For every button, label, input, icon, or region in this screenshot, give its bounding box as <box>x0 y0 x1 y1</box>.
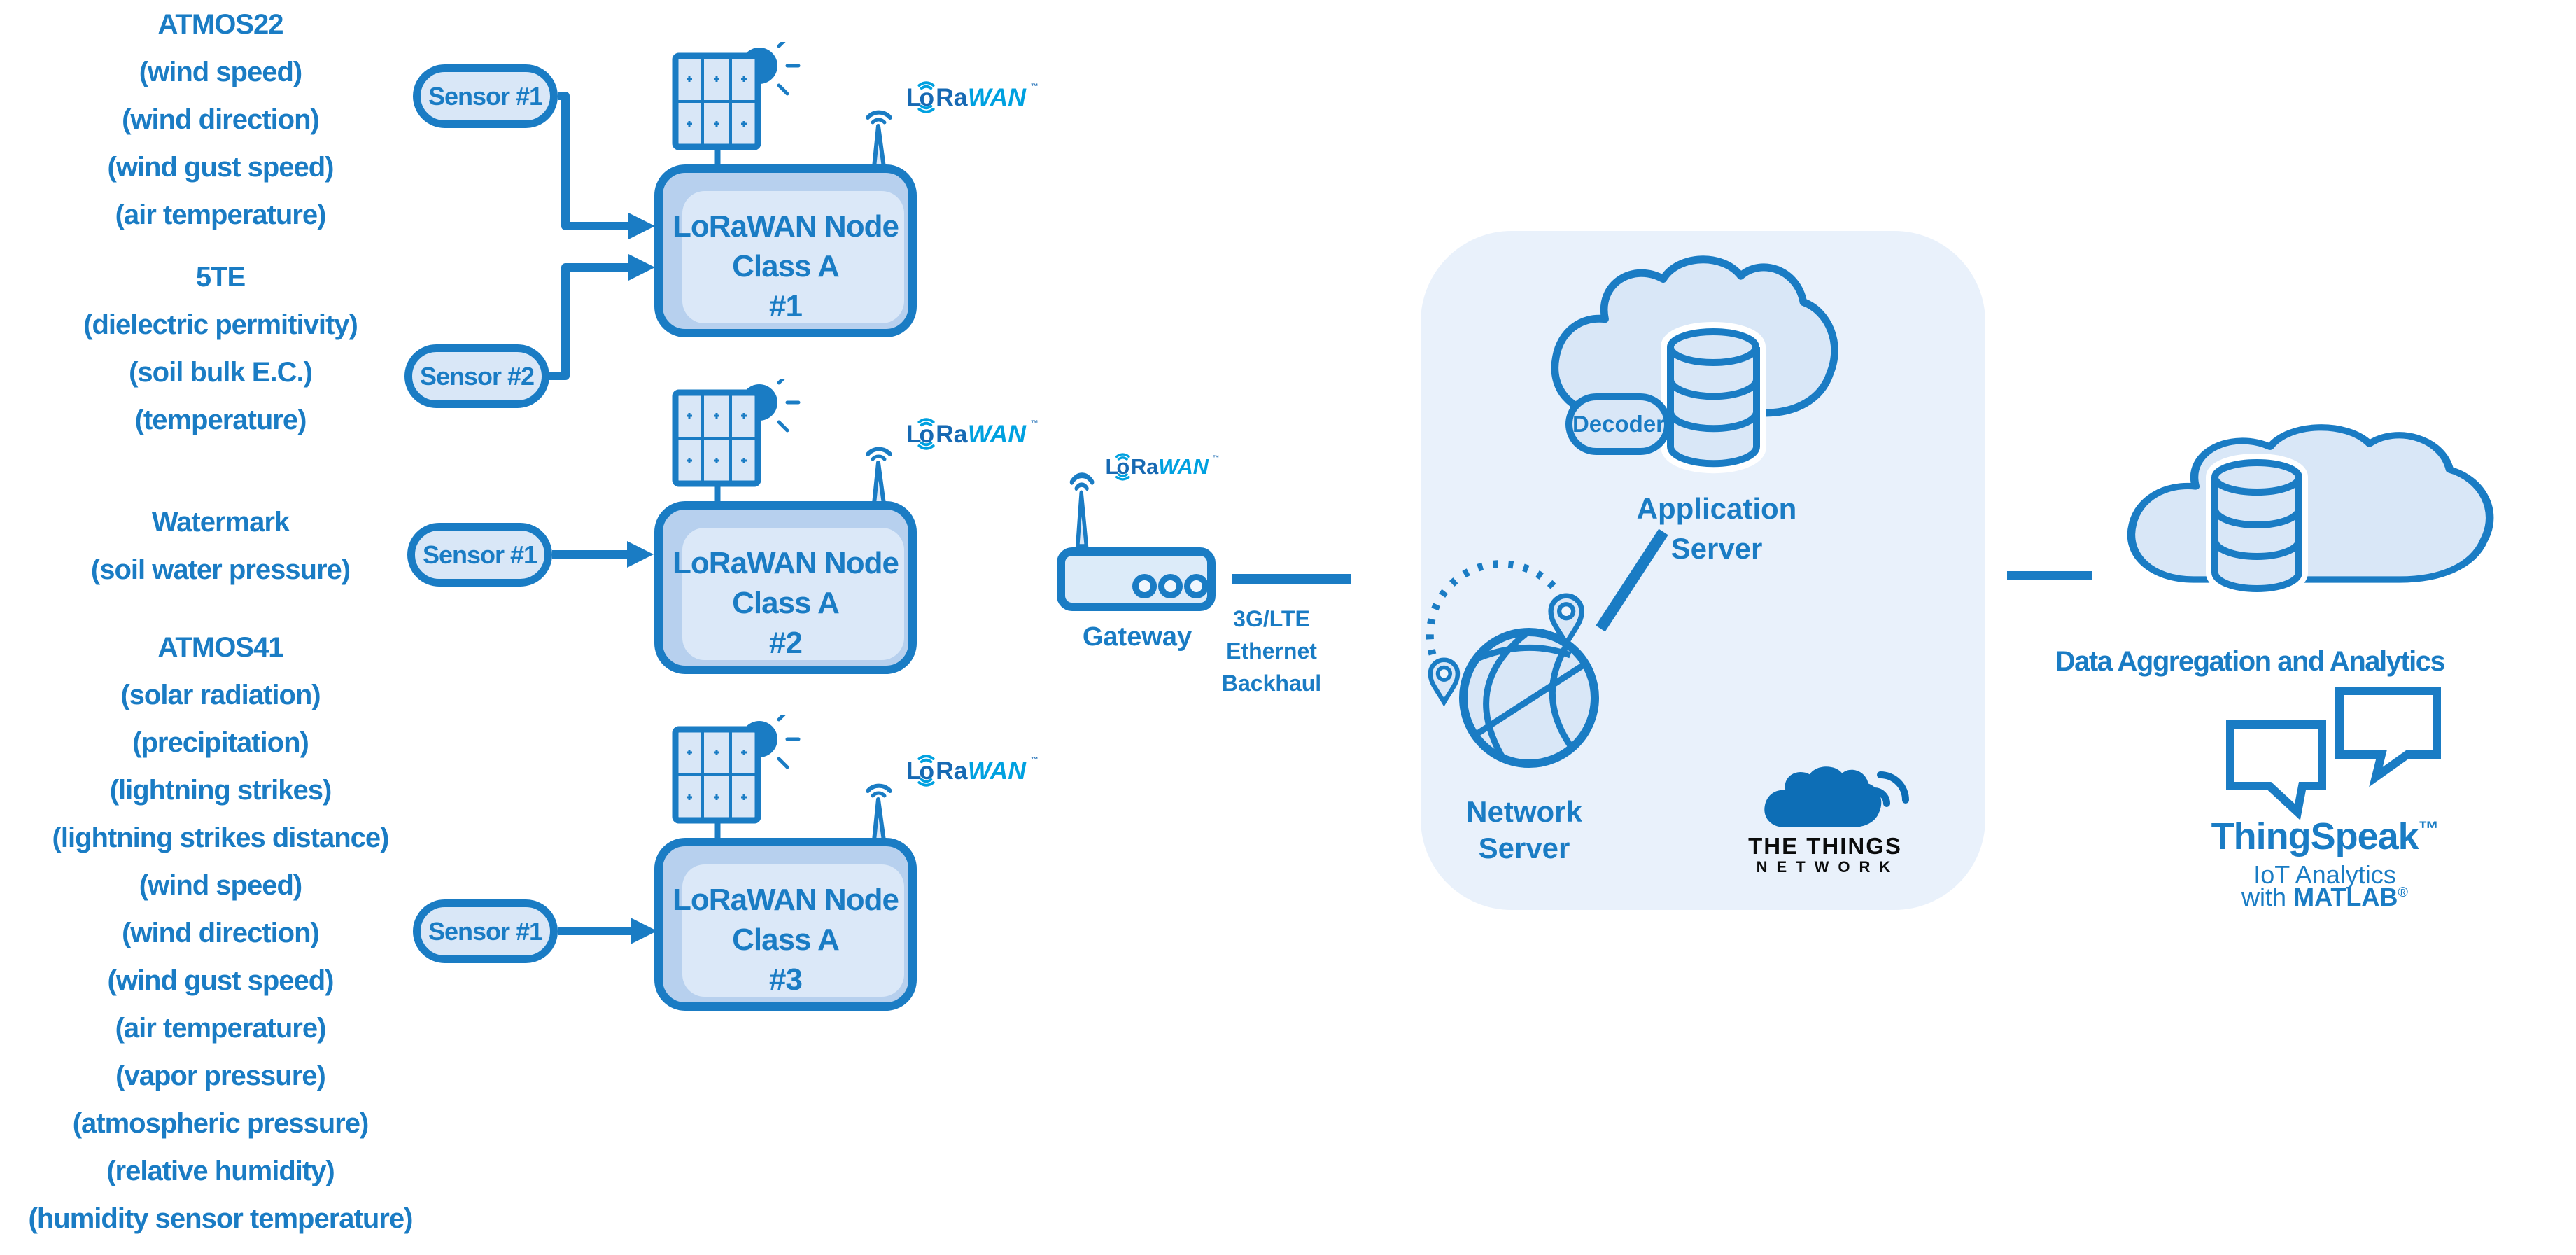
decoder-pill <box>1565 393 1671 455</box>
sensor-list-atmos41: ATMOS41(solar radiation)(precipitation)(… <box>28 632 414 1234</box>
connector-sensor1-node1 <box>558 92 630 230</box>
gateway-port-2 <box>1158 574 1183 598</box>
gateway-device <box>1057 547 1216 611</box>
thingspeak-subtitle-2: with MATLAB® <box>2241 883 2408 911</box>
ttn-wordmark: THE THINGS <box>1748 833 1902 859</box>
svg-text:™: ™ <box>1031 83 1039 91</box>
antenna-icon <box>866 110 892 169</box>
svg-text:Ra: Ra <box>936 83 969 111</box>
analytics-art <box>2127 424 2494 820</box>
network-to-application-link <box>1596 528 1668 632</box>
gateway-port-3 <box>1184 574 1209 598</box>
sensor-list-5te: 5TE(dielectric permitivity)(soil bulk E.… <box>83 262 358 435</box>
svg-text:L: L <box>1105 455 1118 479</box>
svg-text:WAN: WAN <box>968 83 1027 111</box>
lorawan-node-1 <box>654 164 917 337</box>
svg-text:o: o <box>919 83 934 111</box>
sensor-list-atmos22: ATMOS22(wind speed)(wind direction)(wind… <box>107 9 335 230</box>
lorawan-logo: L o Ra WAN ™ <box>905 77 1045 119</box>
thingspeak-subtitle-1: IoT Analytics <box>2253 860 2396 889</box>
solar-panel-icon <box>672 42 801 180</box>
roaming-dotted-arc <box>1426 560 1563 656</box>
svg-text:™: ™ <box>1031 419 1039 428</box>
chat-bubbles-icon <box>2226 687 2441 820</box>
gateway-label: Gateway <box>1082 622 1192 652</box>
svg-text:Ra: Ra <box>936 420 969 448</box>
node-1-inner <box>682 191 904 323</box>
node-3-inner <box>682 864 904 997</box>
tm-mark: ™ <box>2418 818 2440 841</box>
svg-text:o: o <box>919 757 934 785</box>
pill-sensor1-node3: Sensor #1 <box>413 899 558 963</box>
solar-panel-icon <box>672 379 801 517</box>
globe-icon <box>1459 628 1599 768</box>
lorawan-logo: L o Ra WAN ™ <box>905 414 1045 456</box>
sensor-list-watermark: Watermark(soil water pressure) <box>90 507 351 585</box>
svg-text:o: o <box>919 420 934 448</box>
antenna-icon <box>866 447 892 506</box>
pill-sensor1-node1: Sensor #1 <box>413 64 558 128</box>
database-icon <box>2206 454 2308 598</box>
svg-text:™: ™ <box>1213 454 1219 462</box>
svg-text:L: L <box>906 420 922 448</box>
pill-sensor2-node1: Sensor #2 <box>404 344 549 408</box>
decoder-label: Decoder <box>1572 411 1666 437</box>
svg-text:o: o <box>1117 455 1130 479</box>
analytics-title: Data Aggregation and Analytics <box>2055 646 2446 677</box>
svg-text:L: L <box>906 757 922 785</box>
lorawan-logo: L o Ra WAN ™ <box>1104 449 1244 491</box>
lorawan-logo: L o Ra WAN ™ <box>905 750 1045 792</box>
database-icon <box>1661 322 1766 474</box>
registered-mark: ® <box>2398 885 2408 900</box>
antenna-icon <box>1069 472 1095 549</box>
antenna-icon <box>866 783 892 843</box>
solar-panel-icon <box>672 715 801 853</box>
svg-text:L: L <box>906 83 922 111</box>
ttn-signal-icon <box>1871 771 1909 807</box>
connector-sensor2-node1 <box>549 263 630 380</box>
svg-text:WAN: WAN <box>968 757 1027 785</box>
map-pin-icon <box>1428 657 1461 707</box>
lorawan-node-2 <box>654 501 917 674</box>
svg-text:™: ™ <box>1031 756 1039 764</box>
ttn-cloud-icon <box>1764 766 1882 827</box>
svg-text:WAN: WAN <box>968 420 1027 448</box>
ttn-network-wordmark: NETWORK <box>1756 858 1900 876</box>
svg-text:Ra: Ra <box>1131 455 1159 479</box>
svg-text:WAN: WAN <box>1158 455 1209 479</box>
map-pin-icon <box>1548 593 1584 649</box>
thingspeak-wordmark: ThingSpeak™ <box>2211 815 2440 857</box>
gateway-port-1 <box>1132 574 1157 598</box>
lorawan-node-3 <box>654 838 917 1011</box>
svg-text:Ra: Ra <box>936 757 969 785</box>
server-panel-art <box>1426 255 1909 827</box>
node-2-inner <box>682 528 904 660</box>
pill-sensor1-node2: Sensor #1 <box>407 523 552 587</box>
analytics-cloud-icon <box>2127 424 2494 583</box>
arrowheads <box>627 213 657 944</box>
backhaul-link-line <box>1232 574 1351 584</box>
